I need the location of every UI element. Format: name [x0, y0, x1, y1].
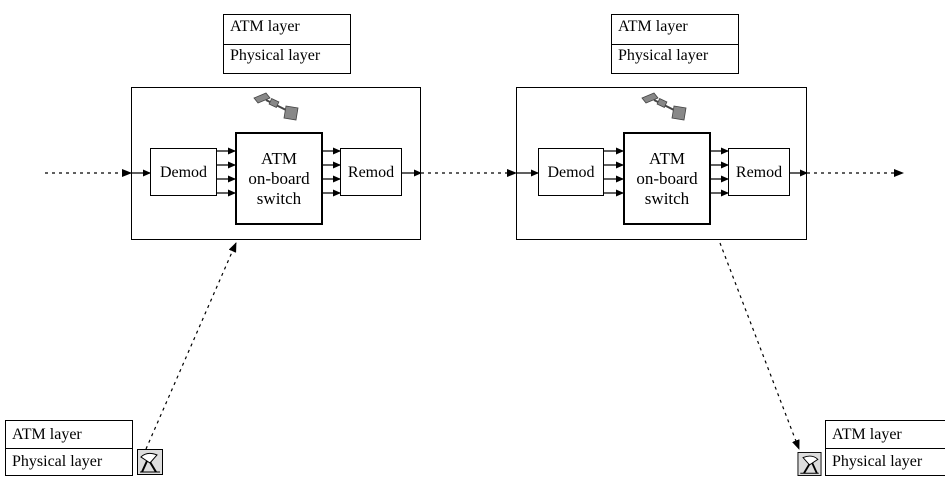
- satellite2-switch-line2: on-board: [636, 168, 698, 188]
- satellite1-switch-line1: ATM: [261, 148, 297, 168]
- downlink: [719, 242, 800, 450]
- satellite1-satellite-icon: [253, 92, 299, 121]
- earth-station2-protocol-stack: ATM layer Physical layer: [825, 420, 945, 476]
- satellite1-physical-layer: Physical layer: [230, 47, 321, 64]
- satellite2-switch-line3: switch: [644, 188, 690, 208]
- satellite1-remod-label: Remod: [347, 163, 395, 181]
- satellite1-atm-layer: ATM layer: [224, 15, 350, 45]
- satellite2-demod-label: Demod: [547, 163, 595, 181]
- satellite1-switch-line2: on-board: [248, 168, 310, 188]
- earth-station1-physical-layer: Physical layer: [12, 453, 103, 470]
- satellite2-switch-line1: ATM: [649, 148, 685, 168]
- satellite2-atm-switch: ATM on-board switch: [623, 132, 711, 225]
- satellite2-demod: Demod: [538, 148, 604, 196]
- satellite2-remod: Remod: [728, 148, 790, 196]
- uplink: [145, 242, 237, 450]
- satellite1-remod: Remod: [340, 148, 402, 196]
- satellite1-demod: Demod: [150, 148, 217, 196]
- satellite2-satellite-icon: [641, 92, 687, 121]
- satellite2-physical-layer: Physical layer: [618, 47, 709, 64]
- earth-station1-protocol-stack: ATM layer Physical layer: [5, 420, 133, 476]
- earth-station2-atm-layer: ATM layer: [826, 421, 945, 449]
- earth-station1-atm-layer: ATM layer: [6, 421, 132, 449]
- satellite1-atm-switch: ATM on-board switch: [235, 132, 323, 225]
- satellite1-protocol-stack: ATM layer Physical layer: [223, 14, 351, 74]
- earth-station2-earth-station-icon: [797, 452, 822, 476]
- satellite2-protocol-stack: ATM layer Physical layer: [611, 14, 739, 74]
- satellite1-demod-label: Demod: [159, 163, 208, 181]
- satellite2-remod-label: Remod: [735, 163, 783, 181]
- satellite1-switch-line3: switch: [256, 188, 302, 208]
- earth-station2-physical-layer: Physical layer: [832, 453, 923, 470]
- earth-station1-earth-station-icon: [137, 449, 163, 475]
- satellite2-atm-layer: ATM layer: [612, 15, 738, 45]
